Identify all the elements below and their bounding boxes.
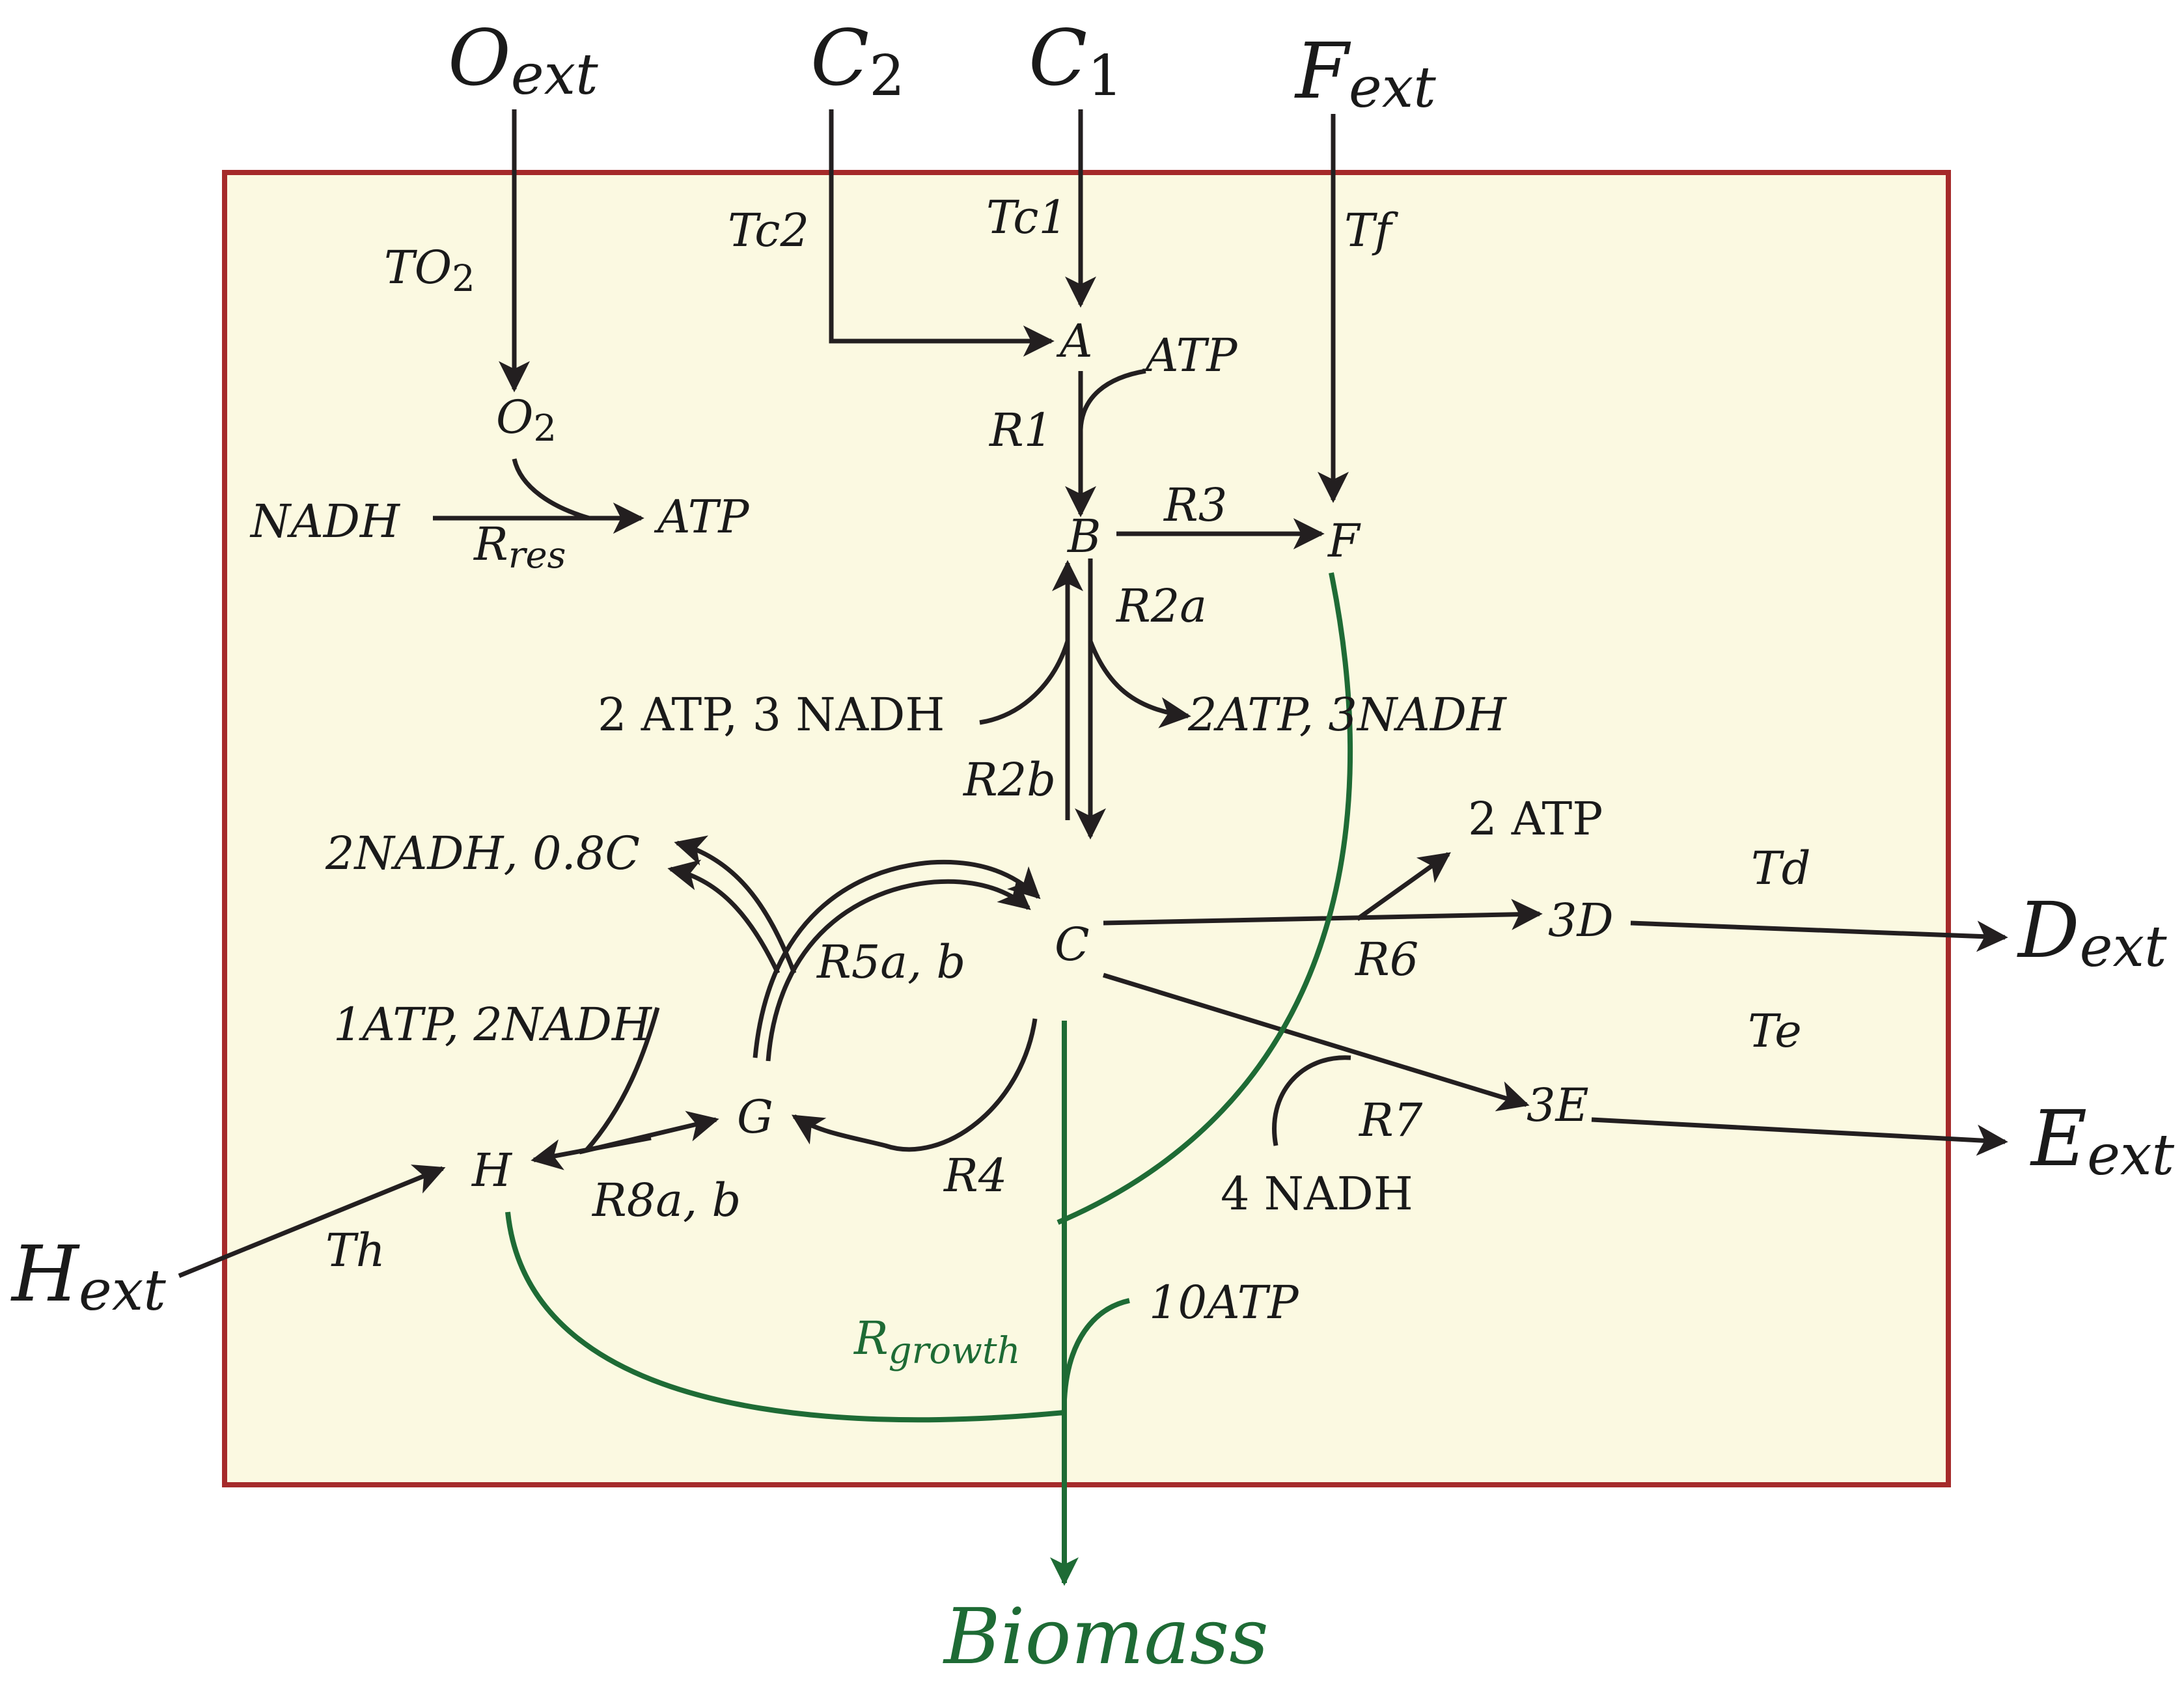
label-r1: R1 bbox=[988, 404, 1053, 457]
arrow-rres-o2 bbox=[512, 458, 590, 521]
label-atp-res: ATP bbox=[654, 490, 750, 544]
label-r2b-cofactors: 2 ATP, 3 NADH bbox=[598, 688, 945, 741]
label-rgrowth: Rgrowth bbox=[853, 1312, 1021, 1372]
label-3d: 3D bbox=[1548, 894, 1614, 947]
label-atp-r1: ATP bbox=[1142, 329, 1238, 382]
arrow-r2a-out bbox=[1088, 640, 1191, 728]
label-growth-atp: 10ATP bbox=[1149, 1276, 1299, 1329]
label-g: G bbox=[737, 1090, 773, 1144]
label-th: Th bbox=[325, 1224, 385, 1277]
label-c1: C1 bbox=[1029, 13, 1123, 109]
label-c2: C2 bbox=[810, 13, 905, 109]
label-tf: Tf bbox=[1344, 204, 1399, 257]
label-e-ext: Eext bbox=[2030, 1094, 2175, 1188]
label-r2a: R2a bbox=[1115, 579, 1207, 633]
arrow-r6-atp bbox=[1355, 852, 1451, 921]
label-r4: R4 bbox=[943, 1149, 1007, 1202]
label-r8: R8a, b bbox=[591, 1174, 741, 1227]
label-f-ext: Fext bbox=[1294, 26, 1436, 120]
arrow-th bbox=[178, 1165, 446, 1278]
arrow-growth-f bbox=[1057, 572, 1353, 1225]
arrow-r4 bbox=[791, 1018, 1038, 1152]
label-td: Td bbox=[1751, 842, 1811, 895]
arrow-td bbox=[1630, 920, 2008, 952]
label-r2b: R2b bbox=[962, 753, 1056, 807]
arrow-r5-out-a bbox=[674, 835, 797, 974]
label-c: C bbox=[1055, 918, 1090, 971]
label-o2: O2 bbox=[496, 391, 557, 450]
label-r6: R6 bbox=[1354, 933, 1418, 986]
label-tc1: Tc1 bbox=[986, 191, 1068, 244]
label-3e: 3E bbox=[1527, 1079, 1589, 1132]
label-r5-cofactors: 2NADH, 0.8C bbox=[325, 827, 640, 880]
label-to2: TO2 bbox=[384, 241, 475, 300]
label-h: H bbox=[471, 1144, 513, 1197]
label-r5: R5a, b bbox=[816, 935, 965, 989]
label-r3: R3 bbox=[1163, 478, 1227, 532]
arrow-tc2 bbox=[829, 109, 1055, 357]
label-o-ext: Oext bbox=[448, 13, 598, 107]
label-biomass: Biomass bbox=[943, 1592, 1269, 1681]
arrow-r5-out-b bbox=[667, 859, 781, 974]
arrow-r1-atp bbox=[1078, 368, 1146, 430]
arrow-r2b-in bbox=[979, 640, 1070, 725]
arrow-r5b bbox=[766, 877, 1031, 1062]
label-r7-nadh: 4 NADH bbox=[1221, 1167, 1413, 1220]
label-d-ext: Dext bbox=[2017, 885, 2167, 980]
label-nadh-res: NADH bbox=[249, 495, 401, 548]
label-a: A bbox=[1056, 314, 1093, 368]
arrow-growth-h bbox=[505, 1211, 1065, 1423]
arrow-r7-nadh bbox=[1272, 1055, 1351, 1146]
label-rres: Rres bbox=[473, 517, 566, 577]
arrow-te bbox=[1591, 1117, 2008, 1156]
label-r8-cofactors: 1ATP, 2NADH bbox=[333, 998, 653, 1051]
label-tc2: Tc2 bbox=[728, 204, 809, 257]
label-h-ext: Hext bbox=[10, 1229, 166, 1323]
arrow-r8-cofactor bbox=[584, 1007, 660, 1153]
arrow-r6 bbox=[1103, 898, 1543, 930]
label-r6-atp: 2 ATP bbox=[1468, 792, 1603, 846]
arrow-r7 bbox=[1102, 972, 1530, 1112]
label-f: F bbox=[1327, 514, 1361, 568]
arrow-r8-back bbox=[531, 1135, 652, 1170]
label-te: Te bbox=[1748, 1004, 1802, 1058]
label-r7: R7 bbox=[1358, 1094, 1423, 1147]
label-r2a-cofactors: 2ATP, 3NADH bbox=[1187, 688, 1508, 741]
label-b: B bbox=[1066, 510, 1101, 563]
